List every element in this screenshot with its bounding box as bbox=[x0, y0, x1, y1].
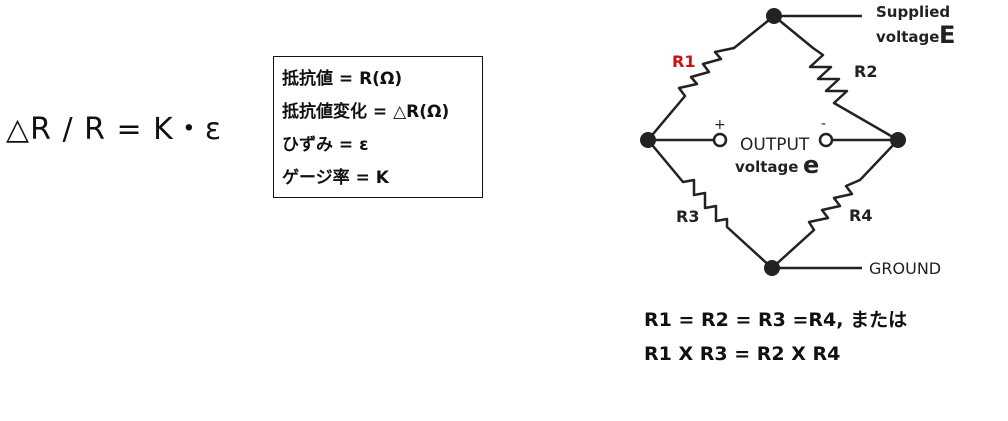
wheatstone-bridge-diagram: R1 R2 R3 R4 Supplied voltage E + - OUTPU… bbox=[640, 3, 955, 278]
balance-conditions: R1 = R2 = R3 =R4, または R1 X R3 = R2 X R4 bbox=[644, 303, 907, 371]
supplied-label: Supplied bbox=[876, 3, 950, 21]
node-top bbox=[766, 8, 782, 24]
minus-sign: - bbox=[821, 116, 826, 132]
output-terminal-minus bbox=[818, 132, 834, 148]
legend-resistance-change: 抵抗値変化 = △R(Ω) bbox=[282, 102, 450, 122]
node-bottom bbox=[764, 260, 780, 276]
legend-resistance: 抵抗値 = R(Ω) bbox=[282, 69, 403, 89]
resistor-r3-wire bbox=[647, 139, 773, 269]
r3-label: R3 bbox=[676, 207, 699, 226]
output-voltage-symbol: e bbox=[803, 151, 819, 179]
resistor-r1-wire bbox=[647, 15, 775, 141]
balance-condition-product: R1 X R3 = R2 X R4 bbox=[644, 343, 841, 365]
r4-label: R4 bbox=[849, 206, 872, 225]
supplied-voltage-label: voltage bbox=[876, 28, 939, 46]
output-terminal-plus bbox=[712, 132, 728, 148]
output-voltage-label: voltage bbox=[735, 158, 798, 176]
ground-label: GROUND bbox=[869, 259, 941, 278]
resistor-r2-wire bbox=[773, 15, 899, 142]
resistor-r4-wire bbox=[771, 139, 899, 269]
legend-strain: ひずみ = ε bbox=[282, 135, 369, 155]
node-left bbox=[640, 132, 656, 148]
supplied-voltage-symbol: E bbox=[939, 21, 955, 49]
r1-label: R1 bbox=[672, 52, 695, 71]
legend-gauge-factor: ゲージ率 = K bbox=[282, 168, 389, 188]
legend-box: 抵抗値 = R(Ω) 抵抗値変化 = △R(Ω) ひずみ = ε ゲージ率 = … bbox=[273, 56, 483, 198]
r2-label: R2 bbox=[854, 62, 877, 81]
node-right bbox=[890, 132, 906, 148]
strain-formula: △R / R = K・ε bbox=[6, 112, 223, 147]
plus-sign: + bbox=[714, 117, 726, 133]
balance-condition-equal: R1 = R2 = R3 =R4, または bbox=[644, 309, 908, 331]
output-label: OUTPUT bbox=[740, 135, 810, 155]
